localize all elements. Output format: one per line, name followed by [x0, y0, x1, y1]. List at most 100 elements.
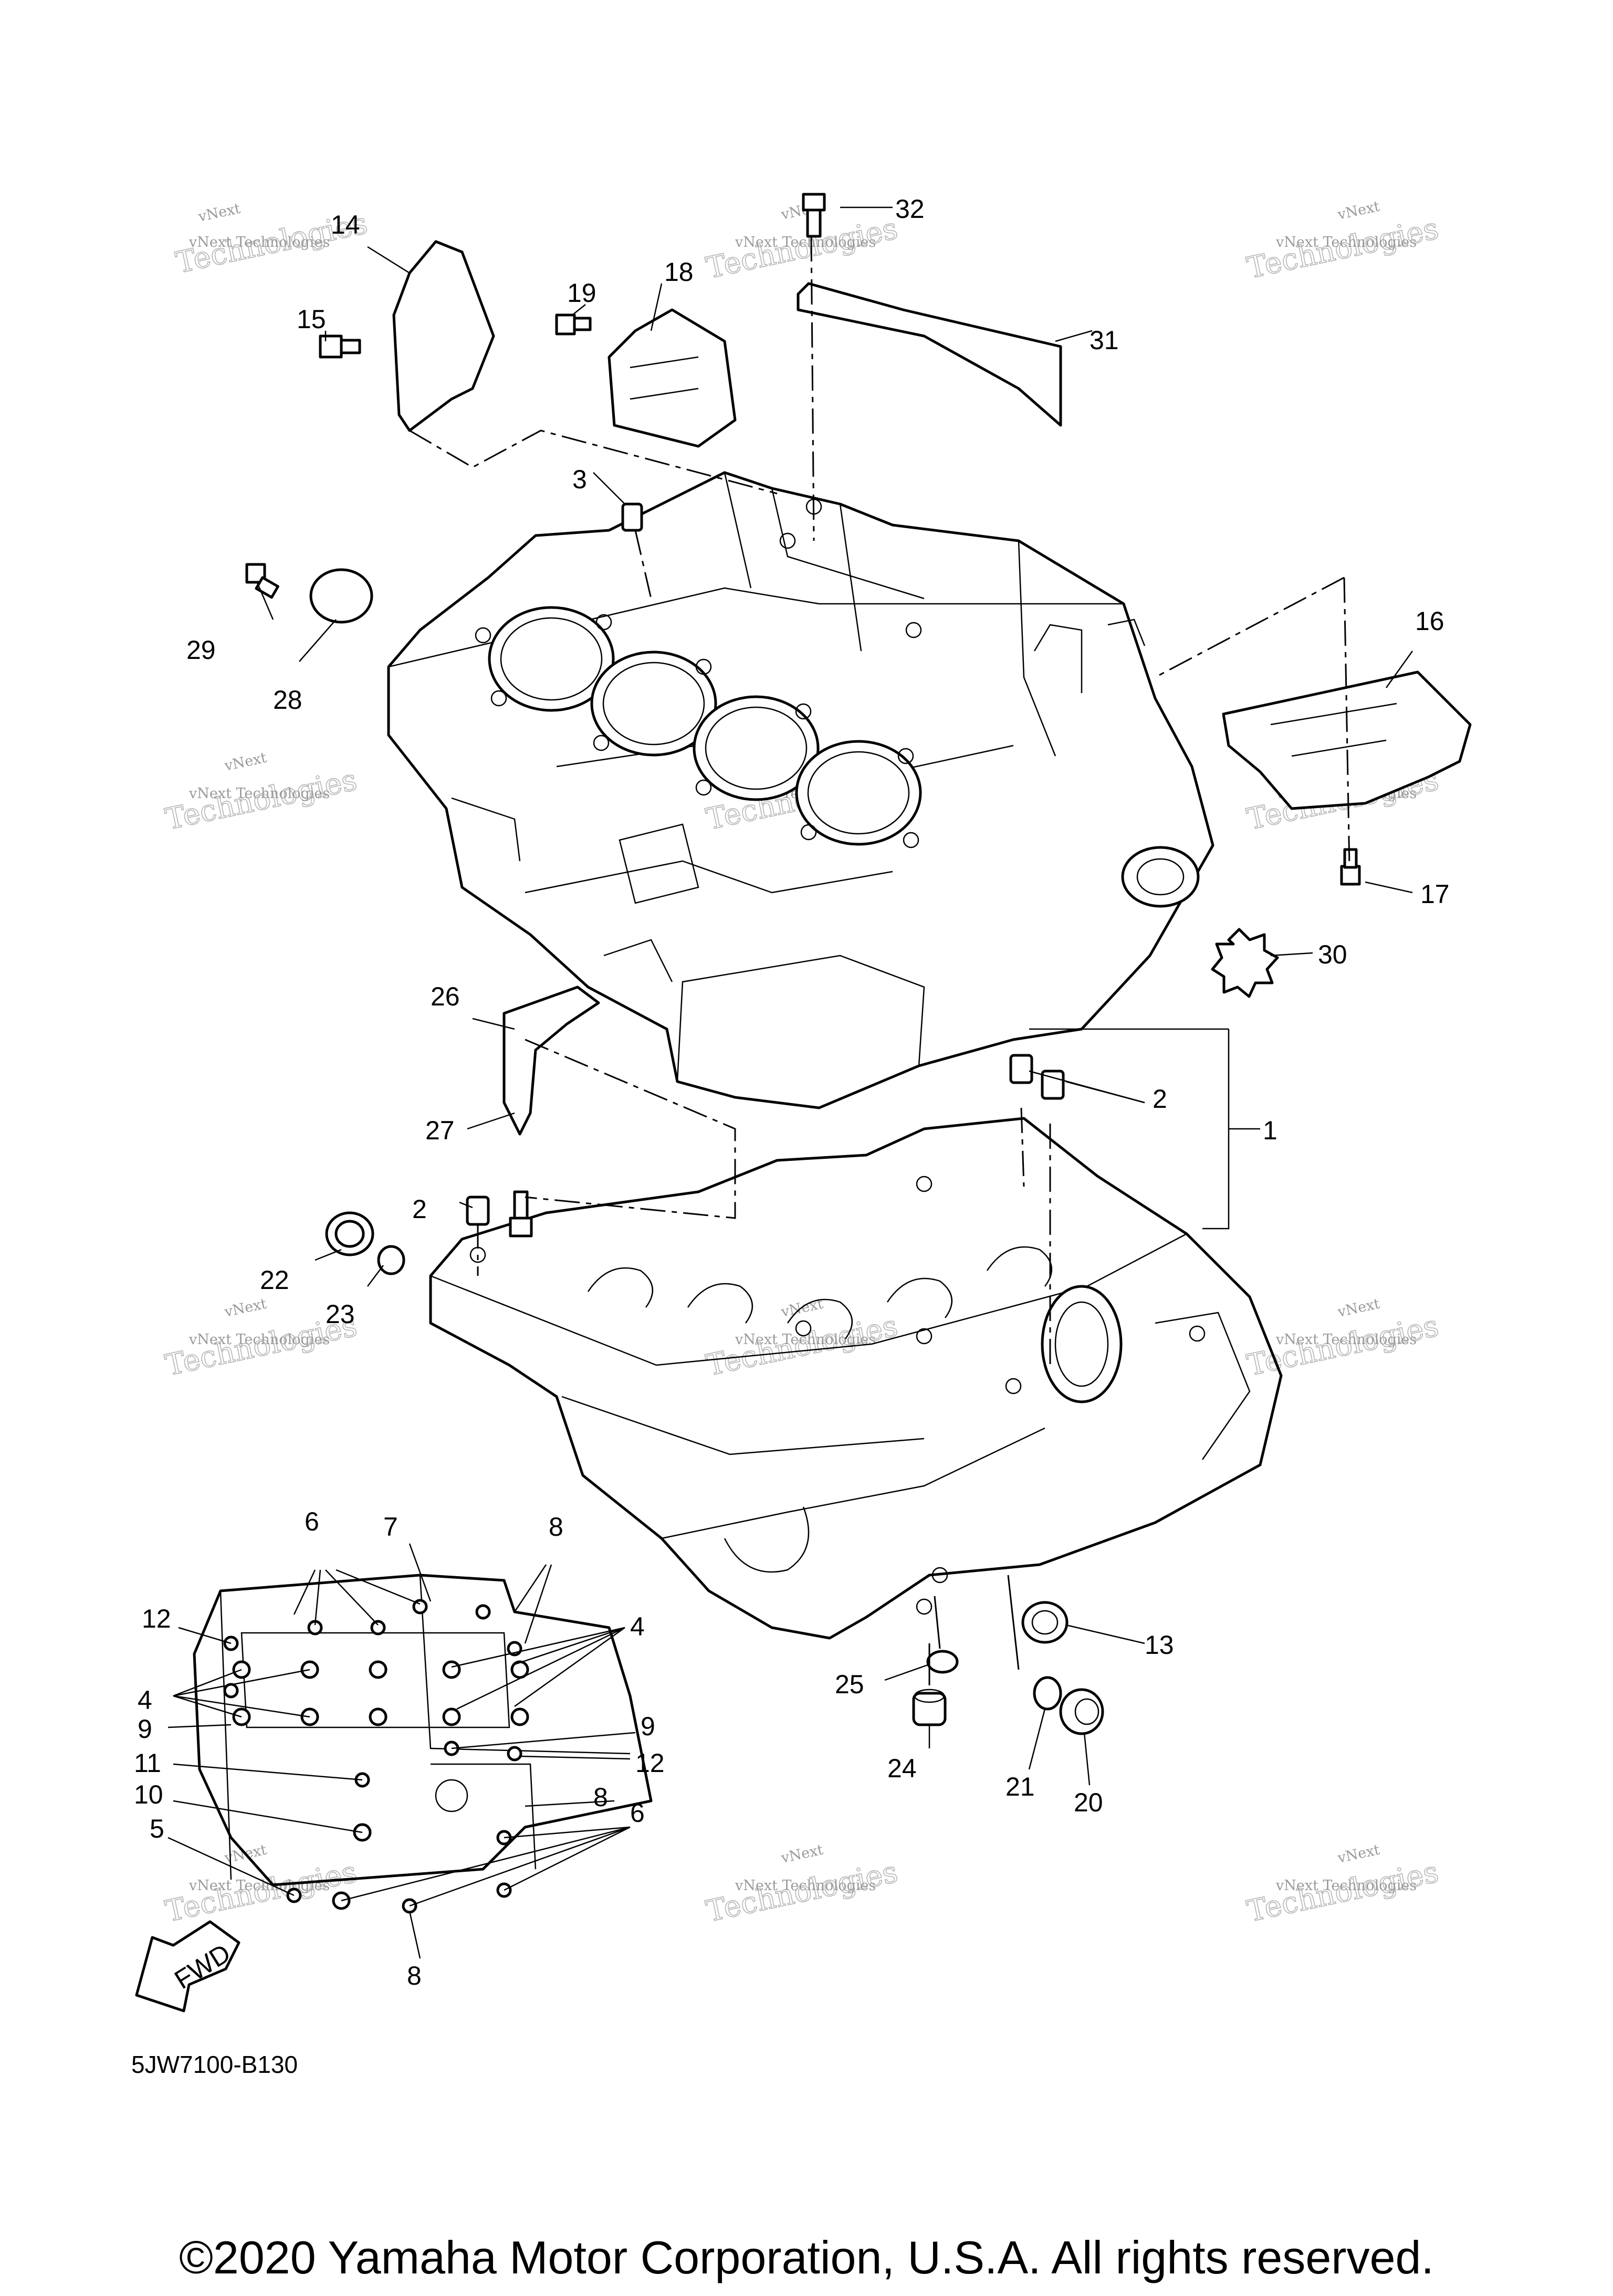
- callout-6: 6: [630, 1798, 645, 1828]
- svg-text:vNext Technologies: vNext Technologies: [735, 1878, 876, 1894]
- svg-text:vNext: vNext: [223, 750, 268, 774]
- callout-8: 8: [593, 1783, 608, 1812]
- callout-5: 5: [150, 1814, 164, 1843]
- part-24-collar: [912, 1689, 947, 1726]
- svg-text:vNext Technologies: vNext Technologies: [1275, 1878, 1417, 1894]
- watermark: Technologies vNext vNext Technologies: [162, 1842, 361, 1930]
- part-27-bolt: [509, 1190, 533, 1238]
- part-19-bolt: [555, 313, 592, 336]
- part-28-cap: [309, 568, 373, 624]
- part-22-plug: [325, 1211, 374, 1256]
- callout-4: 4: [138, 1685, 152, 1715]
- callout-29: 29: [186, 635, 216, 665]
- svg-text:vNext Technologies: vNext Technologies: [188, 234, 330, 250]
- cylinder-bore-1: [488, 606, 615, 712]
- callout-8: 8: [407, 1961, 422, 1990]
- svg-text:vNext Technologies: vNext Technologies: [188, 1332, 330, 1348]
- callout-12: 12: [142, 1604, 171, 1633]
- callout-13: 13: [1145, 1630, 1174, 1660]
- part-25-o-ring: [926, 1650, 959, 1674]
- part-13-plug: [1021, 1601, 1069, 1644]
- callout-10: 10: [134, 1780, 163, 1809]
- leader-lines: [167, 206, 1413, 1959]
- callout-19: 19: [567, 278, 596, 308]
- part-32-bolt: [802, 193, 826, 238]
- callout-22: 22: [260, 1265, 289, 1295]
- svg-text:vNext Technologies: vNext Technologies: [1275, 234, 1417, 250]
- part-2-dowel: [466, 1196, 490, 1226]
- part-17-bolt: [1340, 848, 1361, 886]
- callout-21: 21: [1005, 1772, 1035, 1801]
- watermark: Technologies vNext vNext Technologies: [703, 198, 902, 286]
- part-15-bolt: [319, 334, 361, 359]
- callout-30: 30: [1318, 940, 1347, 969]
- part-3-dowel: [621, 502, 643, 532]
- lower-crankcase: [429, 1117, 1283, 1640]
- part-31-guide: [797, 282, 1062, 427]
- svg-text:vNext: vNext: [196, 201, 242, 225]
- upper-crankcase: [387, 471, 1214, 1109]
- callout-3: 3: [572, 465, 587, 494]
- callout-8: 8: [549, 1512, 563, 1542]
- callout-28: 28: [273, 685, 302, 715]
- part-2-dowel: [1009, 1054, 1033, 1084]
- callout-4: 4: [630, 1612, 645, 1641]
- callout-6: 6: [305, 1507, 319, 1536]
- callout-20: 20: [1074, 1788, 1103, 1817]
- part-18-plate: [608, 308, 737, 448]
- part-20-bush: [1059, 1688, 1104, 1735]
- watermark: Technologies vNext vNext Technologies: [1244, 1296, 1442, 1383]
- svg-text:vNext: vNext: [1336, 1296, 1381, 1320]
- part-14-cover: [392, 240, 495, 432]
- cylinder-bore-2: [590, 651, 717, 757]
- callout-9: 9: [138, 1714, 152, 1744]
- callout-17: 17: [1420, 879, 1450, 909]
- callout-1: 1: [1263, 1116, 1277, 1145]
- callout-25: 25: [835, 1670, 864, 1699]
- watermark: Technologies vNext vNext Technologies: [1244, 1842, 1442, 1930]
- callout-15: 15: [297, 305, 326, 334]
- callout-32: 32: [895, 194, 925, 224]
- svg-text:vNext: vNext: [223, 1296, 268, 1320]
- svg-text:vNext: vNext: [1336, 198, 1381, 223]
- part-26-baffle: [502, 986, 600, 1136]
- callout-31: 31: [1090, 326, 1119, 355]
- callout-2: 2: [412, 1194, 427, 1224]
- callout-7: 7: [383, 1512, 398, 1542]
- callout-18: 18: [664, 257, 694, 287]
- callout-23: 23: [326, 1299, 355, 1329]
- callout-16: 16: [1415, 606, 1444, 636]
- watermark: Technologies vNext vNext Technologies: [162, 750, 361, 837]
- engine-bottom-view: [193, 1574, 653, 1914]
- svg-text:vNext: vNext: [779, 1842, 825, 1867]
- callout-14: 14: [331, 210, 360, 239]
- part-30-tone-wheel: [1211, 928, 1279, 998]
- callout-9: 9: [641, 1712, 655, 1741]
- cylinder-bore-3: [693, 695, 820, 801]
- callout-labels: 1 2 2 3 4 4 5 6 6 7 8 8 8 9 9 10 11 12 1…: [134, 194, 1450, 1990]
- svg-text:vNext Technologies: vNext Technologies: [188, 1878, 330, 1894]
- watermark: Technologies vNext vNext Technologies: [1244, 198, 1442, 286]
- part-21-o-ring: [1033, 1676, 1062, 1711]
- callout-12: 12: [635, 1748, 665, 1778]
- cylinder-bore-4: [795, 740, 922, 846]
- fwd-arrow: FWD: [135, 1920, 240, 2012]
- diagram-code: 5JW7100-B130: [131, 2051, 298, 2078]
- watermark: Technologies vNext vNext Technologies: [703, 1842, 902, 1930]
- copyright-notice: ©2020 Yamaha Motor Corporation, U.S.A. A…: [179, 2231, 1434, 2283]
- watermark: Technologies vNext vNext Technologies: [703, 1296, 902, 1383]
- callout-27: 27: [425, 1116, 455, 1145]
- svg-text:vNext Technologies: vNext Technologies: [735, 234, 876, 250]
- callout-2: 2: [1153, 1084, 1167, 1114]
- part-29-bolt: [245, 563, 279, 599]
- callout-24: 24: [887, 1754, 917, 1783]
- svg-text:vNext: vNext: [1336, 1842, 1381, 1867]
- part-2-dowel: [1041, 1070, 1065, 1100]
- svg-text:vNext Technologies: vNext Technologies: [188, 785, 330, 802]
- callout-11: 11: [134, 1748, 161, 1778]
- svg-text:vNext Technologies: vNext Technologies: [1275, 1332, 1417, 1348]
- small-parts: FWD: [135, 193, 1472, 2012]
- watermark-group: Technologies vNext vNext Technologies Te…: [162, 198, 1442, 1930]
- callout-26: 26: [431, 982, 460, 1011]
